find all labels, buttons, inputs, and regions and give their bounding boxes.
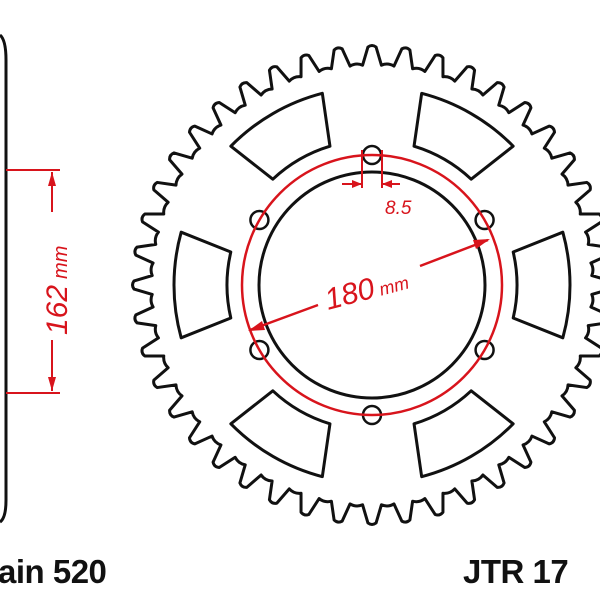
sprocket-front-view [131, 44, 600, 526]
lightening-cutout [412, 389, 515, 479]
lightening-cutout [172, 230, 233, 340]
lightening-cutout [229, 91, 332, 181]
part-number-label: JTR 17 [463, 553, 569, 590]
sprocket-teeth-outline [131, 44, 600, 526]
lightening-cutout [229, 389, 332, 479]
bolt-hole [474, 339, 495, 361]
bolt-hole [249, 339, 270, 361]
chain-size-label: ain 520 [0, 553, 107, 590]
lightening-cutout [511, 230, 572, 340]
bolt-hole [474, 209, 495, 231]
dimension-annotations: 162mm 180mm 8.5 [6, 150, 504, 417]
bolt-hole-label: 8.5 [385, 198, 412, 219]
lightening-cutout [412, 91, 515, 181]
sprocket-side-profile [0, 33, 8, 524]
bolt-circle-label: 180mm [321, 263, 412, 317]
center-bore [257, 170, 487, 400]
center-diameter-label: 162mm [41, 246, 74, 335]
bolt-hole [249, 209, 270, 231]
